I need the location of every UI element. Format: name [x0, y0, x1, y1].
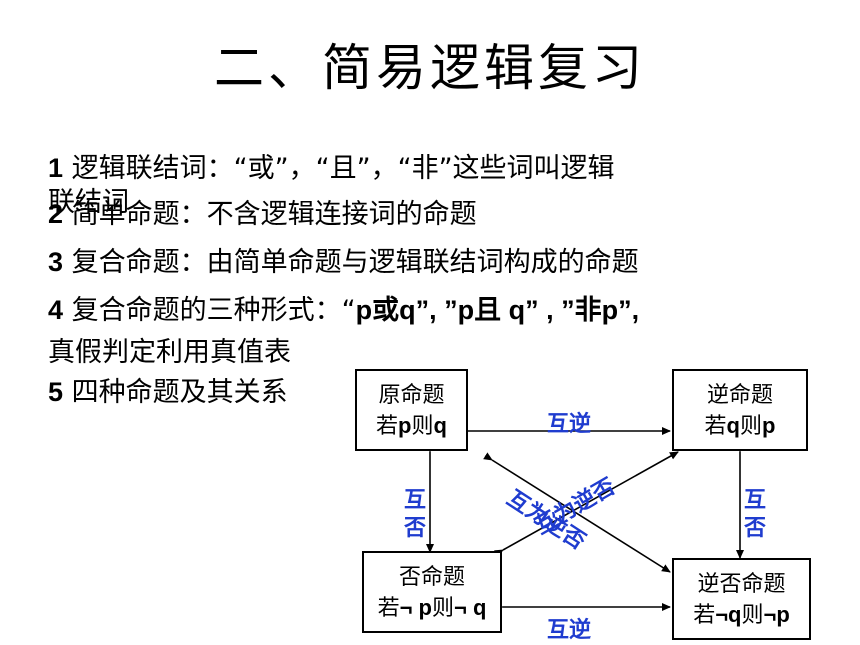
item-number: 2 [48, 199, 64, 229]
box-title: 原命题 [378, 383, 445, 408]
item-text: p或q [355, 295, 416, 325]
item-4: 4 复合命题的三种形式：“p或q”, ”p且 q” , ”非p”, [48, 288, 639, 327]
original-proposition-box: 原命题 若p则q [355, 369, 468, 451]
diagonal-arrow-2 [494, 451, 679, 558]
box-statement: 若q则p [704, 413, 776, 439]
box-title: 否命题 [398, 565, 465, 590]
item-text: ”, ” [415, 295, 458, 325]
item-number: 1 [48, 153, 64, 183]
item-text: p且 q [457, 295, 526, 325]
label-right-inverse-2: 否 [744, 516, 767, 541]
item-number: 4 [48, 295, 64, 325]
label-left-inverse-1: 互 [404, 488, 427, 513]
item-text: 复合命题：由简单命题与逻辑联结词构成的命题 [71, 247, 639, 278]
item-text: 四种命题及其关系 [71, 377, 288, 408]
box-statement: 若p则q [376, 413, 447, 439]
label-left-inverse-2: 否 [404, 516, 427, 541]
item-text: ”, [618, 295, 640, 325]
item-text: 逻辑联结词：“或”，“且”，“非”这些词叫逻辑 [71, 153, 615, 184]
label-bottom-converse: 互逆 [547, 618, 592, 643]
item-1: 1 逻辑联结词：“或”，“且”，“非”这些词叫逻辑 [48, 146, 615, 185]
item-5: 5 四种命题及其关系 [48, 370, 288, 409]
box-title: 逆命题 [706, 383, 773, 408]
inverse-proposition-box: 否命题 若¬ p则¬ q [362, 551, 502, 633]
item-number: 3 [48, 247, 64, 277]
item-text: 复合命题的三种形式：“ [71, 295, 356, 326]
label-right-inverse-1: 互 [744, 488, 767, 513]
item-2: 2 简单命题：不含逻辑连接词的命题 [48, 192, 477, 231]
box-statement: 若¬ p则¬ q [377, 595, 487, 621]
box-title: 逆否命题 [697, 572, 786, 597]
item-3: 3 复合命题：由简单命题与逻辑联结词构成的命题 [48, 240, 639, 279]
converse-proposition-box: 逆命题 若q则p [672, 369, 808, 451]
page-title: 二、简易逻辑复习 [214, 39, 646, 97]
item-text: 简单命题：不含逻辑连接词的命题 [71, 199, 477, 230]
item-4-continuation: 真假判定利用真值表 [48, 337, 291, 368]
label-top-converse: 互逆 [547, 412, 592, 437]
box-statement: 若¬q则¬p [693, 602, 790, 628]
item-text: p [601, 295, 619, 325]
item-1-continuation: 联结词 [48, 187, 129, 218]
item-text: ” , ”非 [525, 295, 602, 325]
item-number: 5 [48, 377, 64, 407]
contrapositive-proposition-box: 逆否命题 若¬q则¬p [672, 558, 811, 640]
